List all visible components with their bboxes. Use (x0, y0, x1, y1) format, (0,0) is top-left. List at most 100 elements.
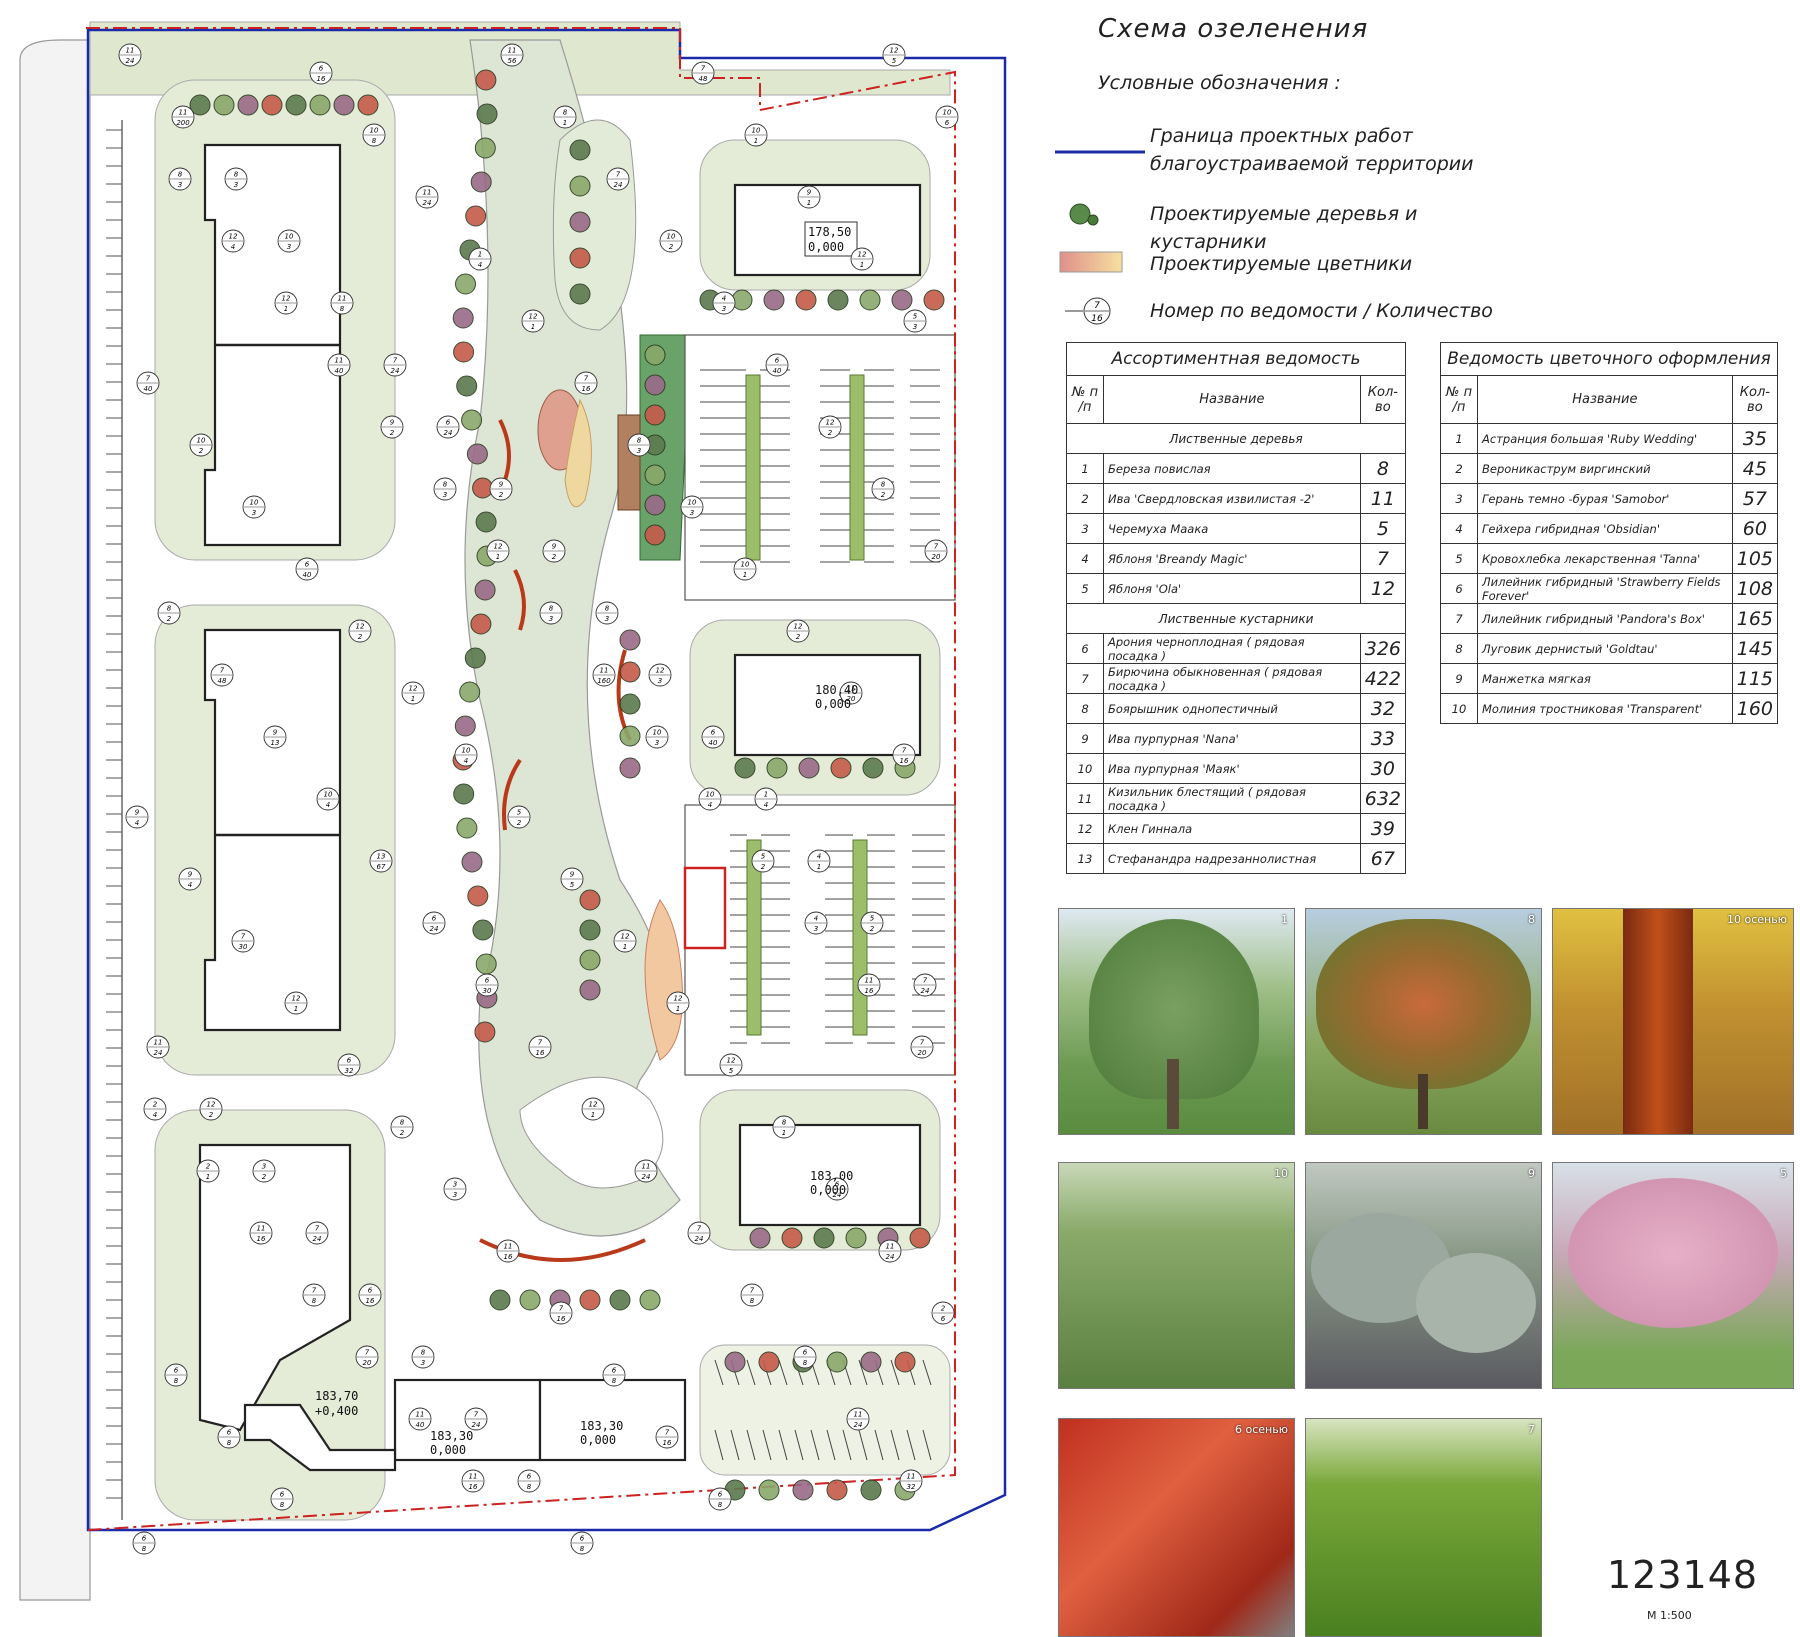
callout: 108 (362, 123, 386, 147)
callout: 121 (521, 309, 545, 333)
photo-privet-hedge: 7 (1305, 1418, 1542, 1637)
callout-qty: 5 (892, 57, 897, 65)
callout-qty: 16 (557, 1315, 566, 1323)
callout: 121 (850, 247, 874, 271)
parking-stall (842, 1429, 852, 1461)
callout-qty: 1 (782, 1129, 786, 1137)
tree-symbol (644, 404, 666, 426)
parking-stall (874, 1429, 884, 1461)
callout-num: 12 (674, 995, 683, 1003)
cell-name: Яблоня 'Ola' (1103, 573, 1361, 604)
callout-qty: 8 (803, 1359, 808, 1367)
callout: 82 (390, 1115, 414, 1139)
tree-symbol (813, 1227, 835, 1249)
callout-num: 7 (902, 747, 907, 755)
cell-num: 5 (1066, 573, 1104, 604)
callout-num: 8 (400, 1119, 405, 1127)
cell-num: 7 (1066, 663, 1104, 694)
callout: 21 (196, 1159, 220, 1183)
callout: 68 (132, 1531, 156, 1555)
callout-icon: 7 16 (1065, 297, 1111, 325)
cell-num: 2 (1066, 483, 1104, 514)
tree-symbol (749, 1227, 771, 1249)
callout-qty: 24 (472, 1421, 481, 1429)
callout: 104 (316, 787, 340, 811)
tree-symbol (261, 94, 283, 116)
callout: 68 (270, 1487, 294, 1511)
callout-qty: 24 (886, 1253, 895, 1261)
callout-num: 11 (886, 1243, 895, 1251)
cell-qty: 632 (1359, 783, 1407, 814)
building-elev-3: 183,00 (810, 1169, 853, 1183)
callout-qty: 1 (591, 1111, 595, 1119)
callout: 640 (701, 725, 725, 749)
tree-symbol (454, 715, 476, 737)
assort-col-name: Название (1103, 375, 1361, 424)
tree-symbol (333, 94, 355, 116)
legend-label-callout: Номер по ведомости / Количество (1150, 300, 1493, 322)
callout: 740 (136, 371, 160, 395)
tree-symbol (827, 289, 849, 311)
tree-symbol (357, 94, 379, 116)
callout: 730 (231, 929, 255, 953)
tree-symbol (845, 1227, 867, 1249)
cell-name: Гейхера гибридная 'Obsidian' (1477, 513, 1733, 544)
callout: 81 (553, 105, 577, 129)
callout-qty: 2 (400, 1129, 405, 1137)
callout: 118 (330, 291, 354, 315)
cell-name: Герань темно -бурая 'Samobor' (1477, 483, 1733, 514)
building-elev-1: 178,50 (808, 225, 851, 239)
building-zero-5: 0,000 (430, 1443, 466, 1457)
callout: 104 (454, 743, 478, 767)
tree-symbol (461, 409, 483, 431)
tree-symbol (189, 94, 211, 116)
cell-name: Стефанандра надрезаннолистная (1103, 843, 1361, 874)
parking-stall (794, 1429, 804, 1461)
cell-num: 10 (1440, 693, 1478, 724)
tree-symbol (763, 289, 785, 311)
callout-num: 13 (377, 853, 386, 861)
callout: 121 (401, 681, 425, 705)
callout-num: 3 (453, 1181, 457, 1189)
callout-num: 7 (538, 1039, 543, 1047)
cell-qty: 115 (1731, 663, 1779, 694)
callout-num: 6 (142, 1535, 147, 1543)
callout-qty: 2 (761, 863, 766, 871)
legend-item-callout: 7 16 Номер по ведомости / Количество (1055, 297, 1495, 347)
cell-qty: 108 (1731, 573, 1779, 604)
tree-symbol (826, 1351, 848, 1373)
callout: 630 (475, 973, 499, 997)
callout-num: 11 (179, 109, 188, 117)
callout-qty: 4 (478, 261, 482, 269)
callout-num: 11 (154, 1039, 163, 1047)
callout-qty: 24 (854, 1421, 863, 1429)
building-zero-3: 0,000 (810, 1183, 846, 1197)
callout-num: 1 (764, 791, 768, 799)
cell-name: Ива пурпурная 'Маяк' (1103, 753, 1361, 784)
callout-num: 11 (907, 1473, 916, 1481)
callout-num: 12 (826, 419, 835, 427)
callout-qty: 8 (142, 1545, 147, 1553)
photo-willow-bark-autumn: 10 осенью (1552, 908, 1794, 1135)
parking-stall-lines (106, 129, 122, 1499)
callout: 716 (574, 371, 598, 395)
callout-qty: 2 (499, 491, 504, 499)
callout: 82 (871, 477, 895, 501)
callout-qty: 4 (231, 243, 235, 251)
tree-symbol (453, 783, 475, 805)
photo-label-10: 10 (1274, 1167, 1288, 1180)
callout-qty: 2 (517, 819, 522, 827)
tree-symbol (644, 344, 666, 366)
tree-symbol (792, 1479, 814, 1501)
legend-label-flowerbeds: Проектируемые цветники (1150, 253, 1413, 275)
callout: 68 (708, 1487, 732, 1511)
callout-qty: 3 (814, 925, 818, 933)
